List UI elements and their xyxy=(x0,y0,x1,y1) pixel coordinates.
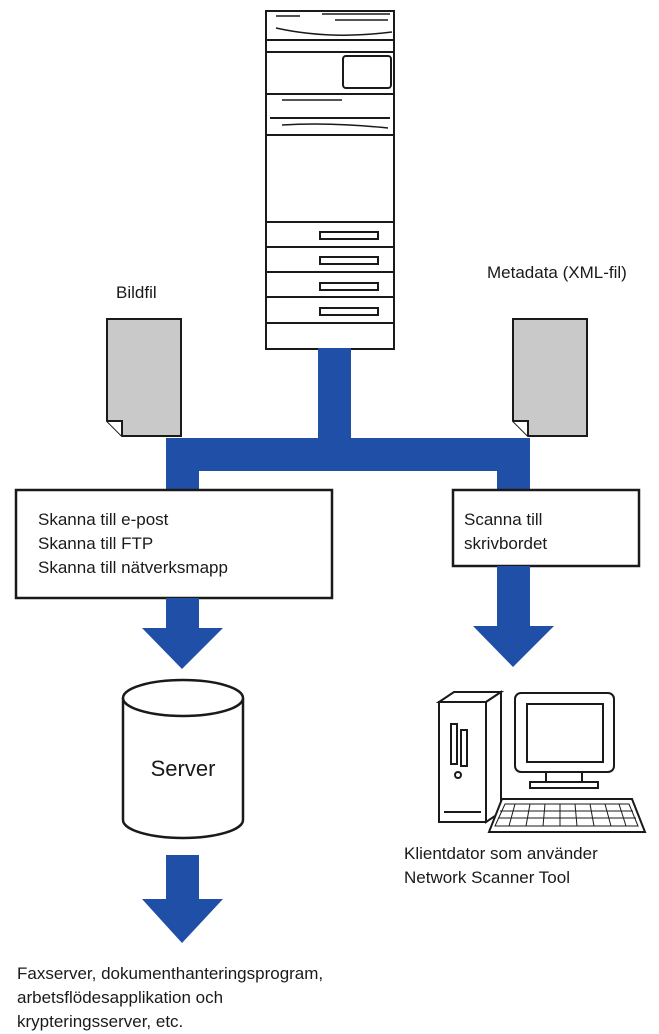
arrow-to-applications xyxy=(142,855,223,943)
applications-line-3: krypteringsserver, etc. xyxy=(17,1012,184,1031)
applications-caption: Faxserver, dokumenthanteringsprogram, ar… xyxy=(17,962,323,1034)
client-computer-caption: Klientdator som använder Network Scanner… xyxy=(404,842,598,890)
server-icon xyxy=(121,678,245,840)
flow-arrows xyxy=(166,348,530,490)
scan-to-ftp-label: Skanna till FTP xyxy=(38,534,154,553)
scan-to-network-folder-label: Skanna till nätverksmapp xyxy=(38,558,228,577)
metadata-document-icon xyxy=(512,318,588,437)
client-computer-icon xyxy=(435,690,647,833)
arrow-to-server xyxy=(142,598,223,669)
image-file-document-icon xyxy=(106,318,182,437)
applications-line-1: Faxserver, dokumenthanteringsprogram, xyxy=(17,964,324,983)
metadata-label: Metadata (XML-fil) xyxy=(487,263,627,282)
printer-icon xyxy=(265,10,395,350)
applications-line-2: arbetsflödesapplikation och xyxy=(17,988,224,1007)
arrow-to-client xyxy=(473,566,554,667)
scan-to-desktop-box xyxy=(451,488,641,568)
server-label: Server xyxy=(150,756,216,781)
image-file-label: Bildfil xyxy=(116,283,157,302)
client-caption-line-1: Klientdator som använder xyxy=(404,844,598,863)
scan-to-desktop-line-2: skrivbordet xyxy=(464,534,548,553)
scan-to-email-label: Skanna till e-post xyxy=(38,510,169,529)
scan-destinations-box xyxy=(14,488,334,600)
scan-to-desktop-text: Scanna till skrivbordet xyxy=(464,508,547,556)
scan-destinations-text: Skanna till e-post Skanna till FTP Skann… xyxy=(38,508,228,580)
scan-to-desktop-line-1: Scanna till xyxy=(464,510,543,529)
client-caption-line-2: Network Scanner Tool xyxy=(404,868,570,887)
